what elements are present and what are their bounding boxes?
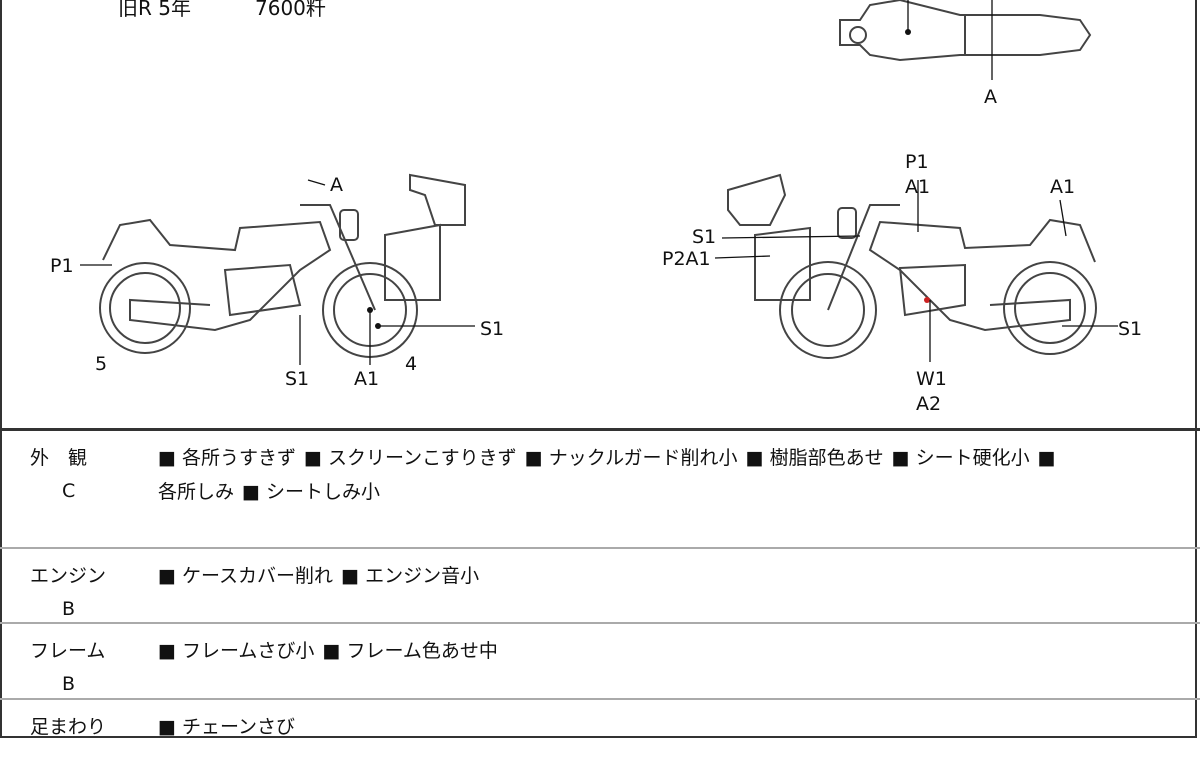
label-right-a1-tank: A1: [905, 176, 931, 198]
header-model-year: 旧R 5年: [118, 0, 191, 20]
condition-item: 各所しみ: [158, 481, 235, 503]
condition-item: ケースカバー削れ: [158, 565, 333, 587]
condition-item: フレーム色あせ中: [322, 640, 497, 662]
condition-item: 各所うすきず: [158, 447, 296, 469]
grade: C: [62, 480, 76, 502]
label-right-p2a1: P2A1: [662, 248, 711, 270]
condition-table: 外 観C 各所うすきずスクリーンこすりきずナックルガード削れ小樹脂部色あせシート…: [0, 428, 1200, 760]
condition-item: ナックルガード削れ小: [525, 447, 738, 469]
category-label: エンジン: [30, 565, 107, 587]
condition-items: チェーンさび: [158, 710, 1180, 744]
motorcycle-illustrations: [80, 0, 1118, 365]
category-label: 足まわり: [30, 716, 107, 738]
label-right-s1-wheel: S1: [1118, 318, 1143, 340]
category-label: 外 観: [30, 447, 88, 469]
motorcycle-left-view: [80, 173, 475, 365]
condition-items: フレームさび小フレーム色あせ中: [158, 634, 1180, 668]
motorcycle-right-view: [714, 173, 1118, 362]
label-right-a2: A2: [916, 393, 942, 415]
condition-item: シート硬化小: [892, 447, 1030, 469]
header-mileage: 7600粁: [255, 0, 326, 20]
grade: B: [62, 598, 76, 620]
condition-item: 樹脂部色あせ: [746, 447, 884, 469]
label-left-a1: A1: [354, 368, 380, 390]
label-right-s1: S1: [692, 226, 717, 248]
condition-item: シートしみ小: [242, 481, 380, 503]
grade: B: [62, 673, 76, 695]
label-left-front-wheel-number: 4: [405, 353, 418, 375]
condition-item: チェーンさび: [158, 716, 295, 738]
damage-diagram: A A P1 S1 A1 S1 5 4 P1 A1 A1 S1 P2A1 S1 …: [50, 0, 1143, 415]
label-left-p1: P1: [50, 255, 74, 277]
label-left-s1-bottom: S1: [285, 368, 310, 390]
label-right-a1-tail: A1: [1050, 176, 1076, 198]
label-right-p1: P1: [905, 151, 929, 173]
condition-row-frame: フレーム B フレームさび小フレーム色あせ中: [0, 624, 1200, 700]
label-left-a: A: [330, 174, 343, 196]
condition-items: 各所うすきずスクリーンこすりきずナックルガード削れ小樹脂部色あせシート硬化小■各…: [158, 441, 1180, 509]
condition-row-exterior: 外 観C 各所うすきずスクリーンこすりきずナックルガード削れ小樹脂部色あせシート…: [0, 431, 1200, 549]
label-left-rear-wheel-number: 5: [95, 353, 108, 375]
condition-item: スクリーンこすりきず: [304, 447, 517, 469]
condition-row-suspension: 足まわり チェーンさび: [0, 700, 1200, 760]
label-right-w1: W1: [916, 368, 947, 390]
motorcycle-top-view: [839, 0, 1092, 80]
condition-row-engine: エンジン B ケースカバー削れエンジン音小: [0, 549, 1200, 624]
category-label: フレーム: [30, 640, 106, 662]
label-left-s1-right: S1: [480, 318, 505, 340]
condition-items: ケースカバー削れエンジン音小: [158, 559, 1180, 593]
condition-item: フレームさび小: [158, 640, 314, 662]
condition-item: エンジン音小: [341, 565, 479, 587]
label-top-a: A: [984, 86, 997, 108]
